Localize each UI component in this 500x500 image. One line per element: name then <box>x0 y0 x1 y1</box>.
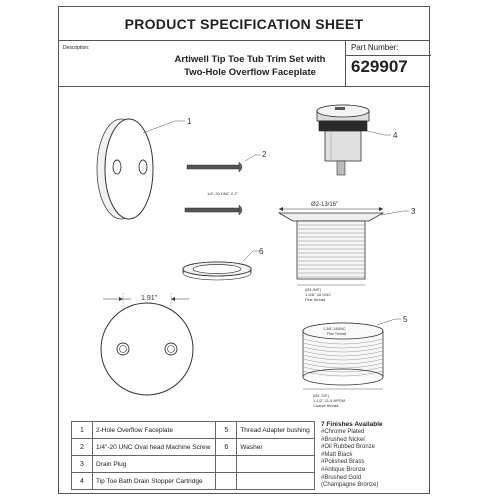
table-row: 1 2-Hole Overflow Faceplate 5 Thread Ada… <box>71 421 315 439</box>
finishes-list: 7 Finishes Available #Chrome Plated #Bru… <box>321 421 427 490</box>
body-note-label: Fine thread <box>305 297 325 302</box>
parts-table: 1 2-Hole Overflow Faceplate 5 Thread Ada… <box>71 421 315 490</box>
description-label: Description: <box>63 45 90 51</box>
sheet-title: PRODUCT SPECIFICATION SHEET <box>59 7 429 41</box>
faceplate-perspective: 1 <box>96 117 192 220</box>
list-item: #Matt Black <box>321 451 353 458</box>
technical-drawing: 1 2 1/4"-20 UNC X 2" 4 <box>96 104 416 408</box>
callout-3: 3 <box>411 207 416 216</box>
faceplate-hole-icon <box>112 159 122 175</box>
description-line-1: Artiwell Tip Toe Tub Trim Set with <box>174 54 326 65</box>
list-item: #Polished Brass <box>321 459 365 466</box>
table-row: 4 Tip Toe Bath Drain Stopper Cartridge <box>71 472 315 490</box>
faceplate-front-view: 1.91" <box>100 293 194 396</box>
part-number-box: Part Number: 629907 <box>345 41 431 87</box>
thread-adapter-bushing: 1-3/8"-16UNC Fine Thread 5 (Ø1-7/8") 1-1… <box>302 315 408 408</box>
bushing-top-note: Fine Thread <box>327 332 346 336</box>
callout-6: 6 <box>259 247 264 256</box>
part-number-divider <box>346 55 431 56</box>
callout-4: 4 <box>393 131 398 140</box>
flange-diameter-label: Ø2-13/16" <box>311 202 338 208</box>
list-item: #Chrome Plated <box>321 429 365 435</box>
bushing-thread-label: 1-1/2"-11.5 NPSM <box>313 398 345 403</box>
faceplate-width-label: 1.91" <box>141 295 158 302</box>
table-row: 3 Drain Plug <box>71 455 315 473</box>
washer: 6 <box>182 247 264 281</box>
list-item: #Brushed Gold <box>321 474 362 481</box>
callout-2: 2 <box>262 150 267 159</box>
part-number-label: Part Number: <box>351 43 399 52</box>
screw-spec-label: 1/4"-20 UNC X 2" <box>207 191 239 196</box>
bushing-dia-label: (Ø1-7/8") <box>313 393 330 398</box>
list-item: #Oil Rubbed Bronze <box>321 444 376 451</box>
bushing-top-label: 1-3/8"-16UNC <box>323 327 346 331</box>
description-row: Description: Artiwell Tip Toe Tub Trim S… <box>59 41 431 87</box>
table-row: 2 1/4"-20 UNC Oval head Machine Screw 6 … <box>71 438 315 456</box>
callout-1: 1 <box>187 117 192 126</box>
list-item: #Brushed Nickel <box>321 436 365 443</box>
spec-sheet: PRODUCT SPECIFICATION SHEET Description:… <box>58 6 431 494</box>
stopper-cartridge: 4 <box>316 104 398 176</box>
callout-5: 5 <box>403 315 408 324</box>
description-value: Artiwell Tip Toe Tub Trim Set with Two-H… <box>155 53 345 79</box>
part-number-value: 629907 <box>351 57 408 76</box>
faceplate-hole-icon <box>138 159 148 175</box>
bushing-note-label: Coarse thread <box>313 403 338 408</box>
description-line-2: Two-Hole Overflow Faceplate <box>184 67 316 78</box>
screws: 2 1/4"-20 UNC X 2" <box>184 150 267 216</box>
list-item: #Antique Bronze <box>321 466 366 473</box>
drain-body: Ø2-13/16" <box>277 202 416 302</box>
list-item: (Champagne Bronze) <box>321 482 379 489</box>
body-dia-label: (Ø1-5/8") <box>305 287 322 292</box>
body-thread-label: 1-5/8"-16 UNC <box>305 292 331 297</box>
finishes-title: 7 Finishes Available <box>321 421 383 428</box>
